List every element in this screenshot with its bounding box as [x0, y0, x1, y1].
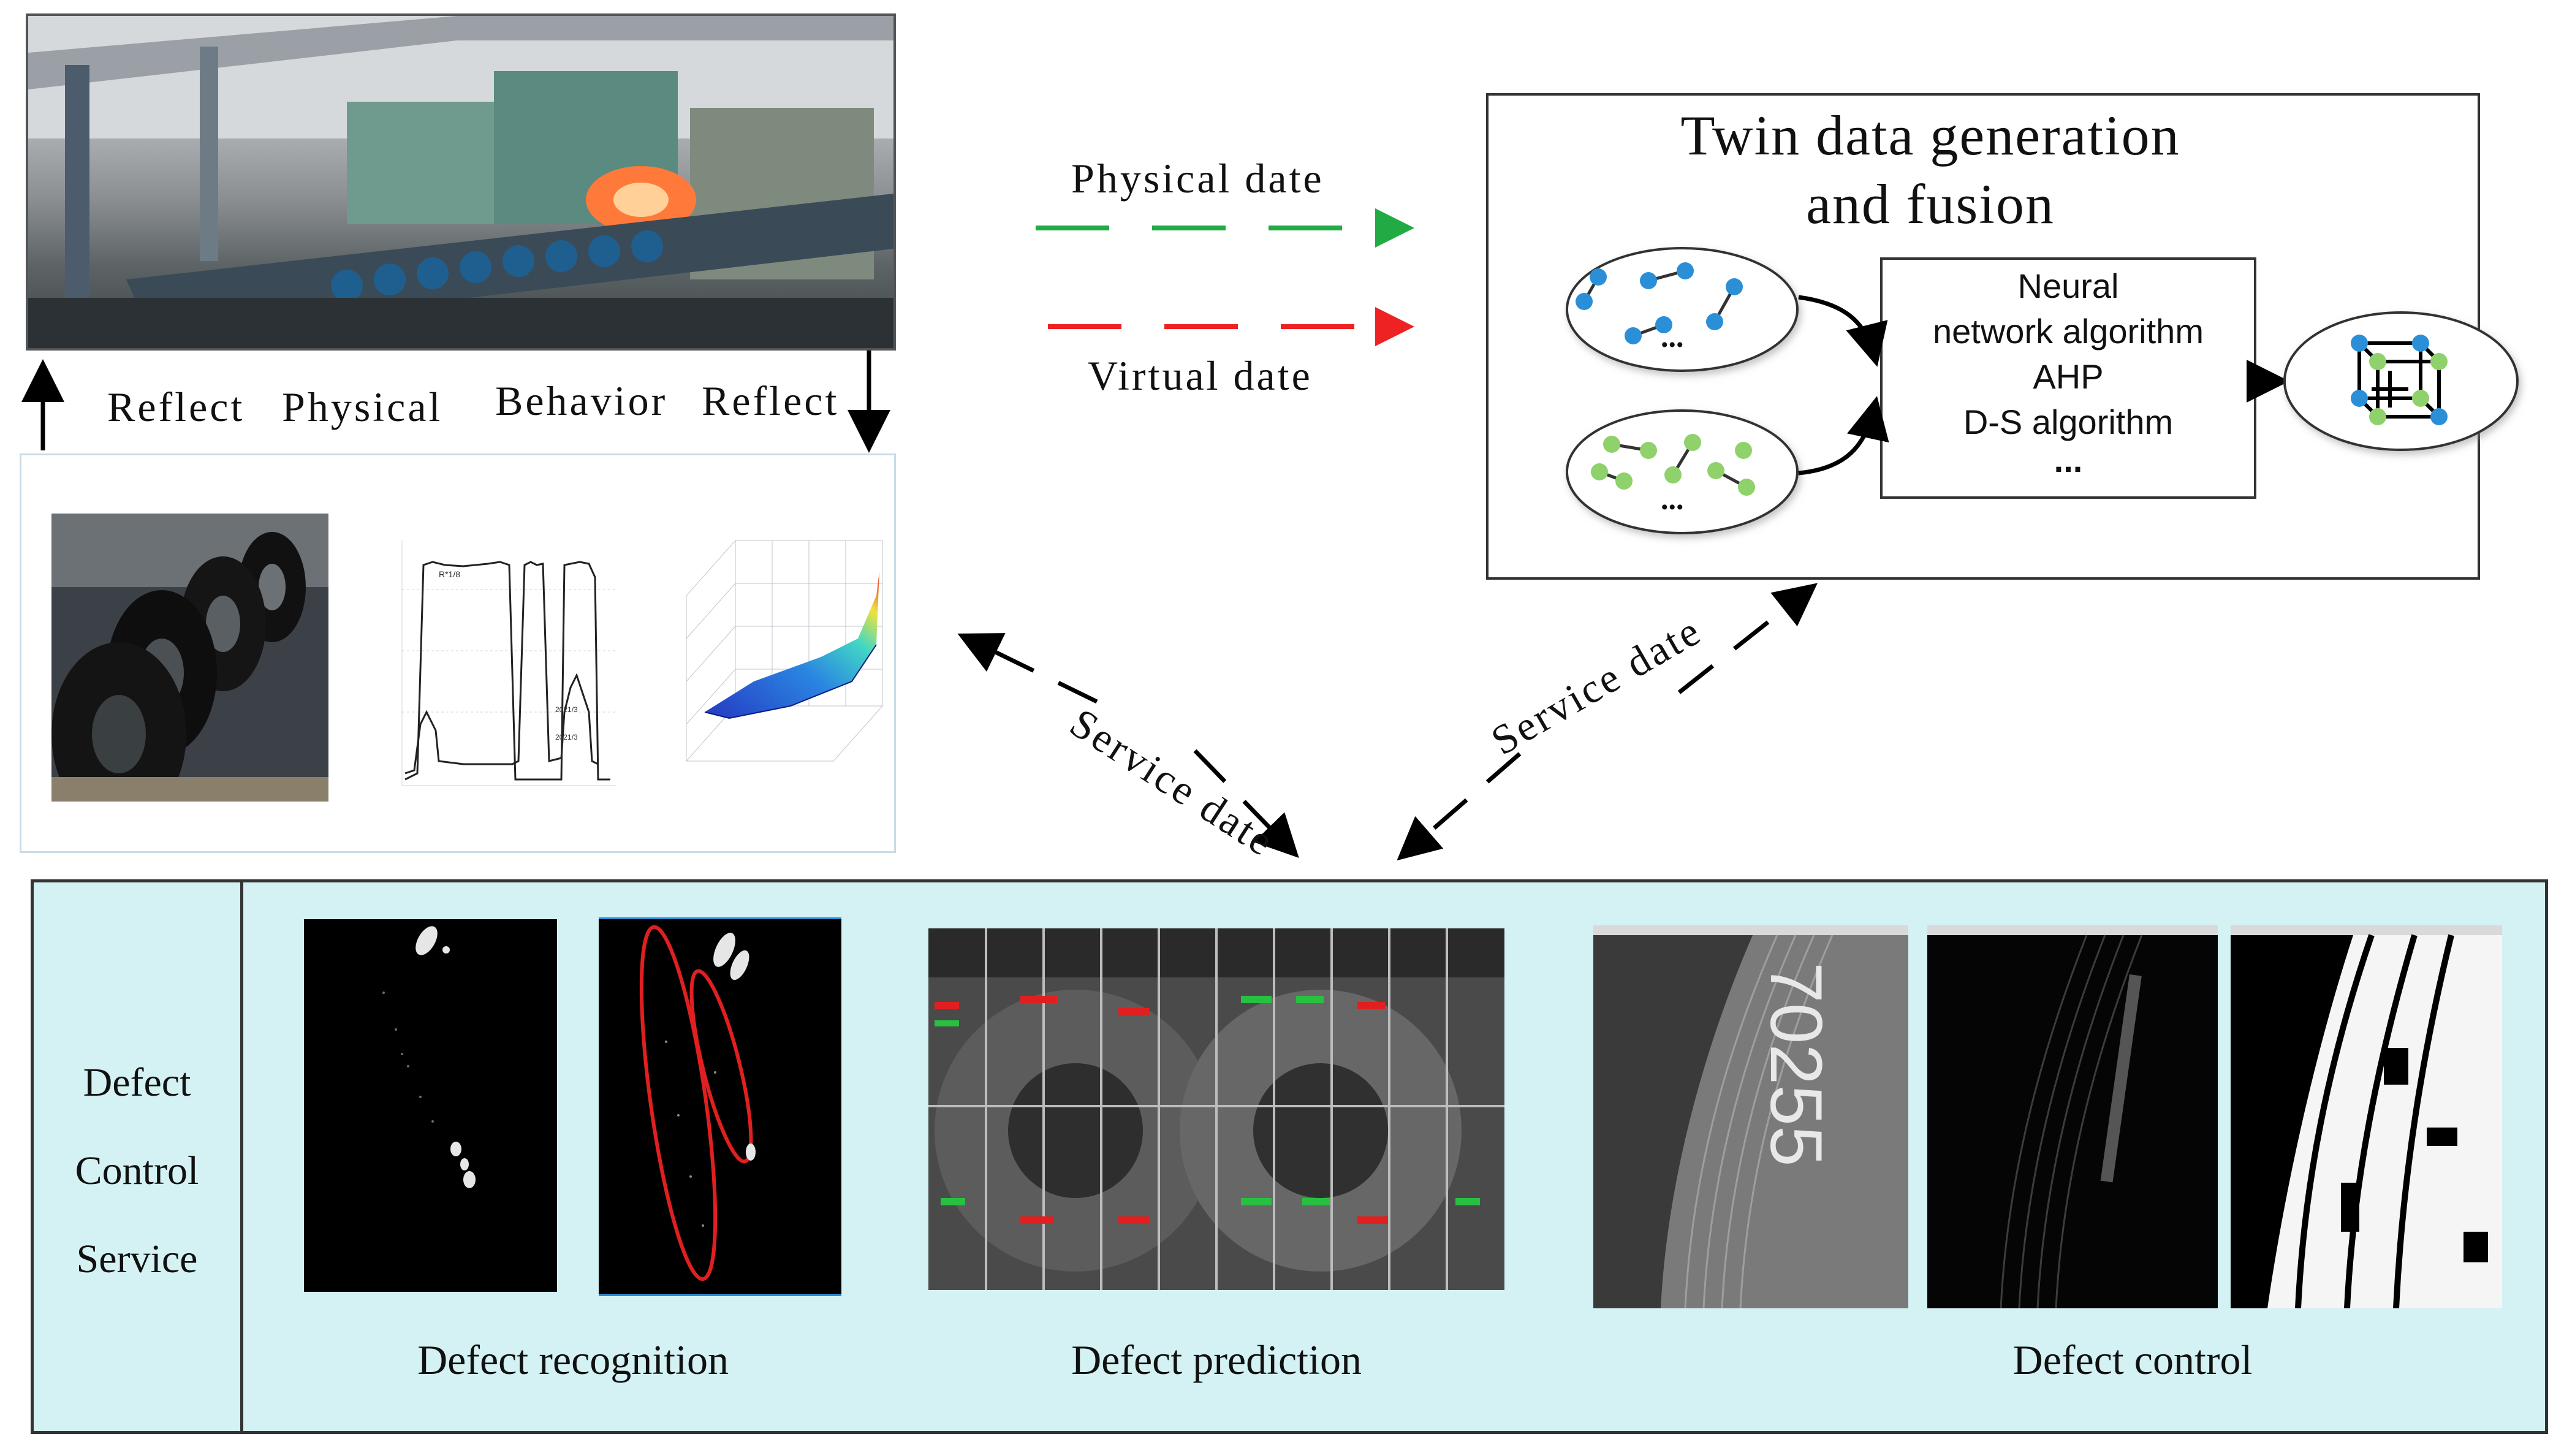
- defect-title-line2: Control: [75, 1148, 199, 1193]
- reflect-label-2: Reflect: [702, 377, 840, 424]
- defect-recognition-image-1: [304, 919, 557, 1292]
- physical-to-algorithm-arrow: [1798, 295, 1888, 367]
- algorithm-text: Neural network algorithm AHP D-S algorit…: [1881, 264, 2255, 479]
- defect-prediction-label: Defect prediction: [1071, 1337, 1362, 1383]
- coil-number-text: 70255: [1755, 962, 1837, 1167]
- defect-control-image-1: 70255: [1593, 925, 1908, 1308]
- rolling-mill-photo: [26, 13, 896, 351]
- recognition-image-1-svg: [382, 926, 476, 1188]
- twin-title-line1: Twin data generation: [1680, 104, 2180, 167]
- rolling-mill-illustration: [28, 16, 893, 348]
- prediction-image-svg: [928, 928, 1504, 1290]
- physical-date-label: Physical date: [1071, 155, 1324, 202]
- service-arrow-down: [1397, 752, 1522, 861]
- service-arrow-to-left: [957, 633, 1098, 704]
- physical-cluster-ellipsis: ...: [1661, 319, 1684, 354]
- algorithm-ds: D-S algorithm: [1963, 403, 2174, 441]
- virtual-data-cluster: [1566, 409, 1799, 534]
- defect-recognition-label: Defect recognition: [417, 1337, 729, 1383]
- surface-plot: [668, 522, 901, 798]
- algorithm-box: [1880, 257, 2256, 499]
- defect-title-line3: Service: [76, 1237, 198, 1281]
- recognition-image-2-svg: [639, 925, 756, 1281]
- process-curve-svg: R*1/8 2021/3 2021/3: [401, 540, 616, 786]
- physical-label: Physical: [282, 384, 443, 430]
- service-arrow-to-center: [1193, 749, 1299, 859]
- defect-title-line1: Defect: [83, 1060, 191, 1105]
- virtual-cluster-ellipsis: ...: [1661, 482, 1684, 516]
- chart-annotation-3: 2021/3: [555, 733, 578, 741]
- defect-prediction-image: [928, 928, 1504, 1290]
- chart-annotation-2: 2021/3: [555, 705, 578, 714]
- algorithm-ahp: AHP: [2033, 357, 2104, 396]
- algorithm-network: network algorithm: [1933, 312, 2204, 351]
- twin-title-line2: and fusion: [1806, 173, 2055, 235]
- defect-panel-title-box: [31, 879, 243, 1434]
- steel-coil-illustration: [51, 514, 328, 802]
- defect-control-label: Defect control: [2012, 1337, 2253, 1383]
- surface-plot-svg: [686, 540, 883, 762]
- defect-control-image-3: [2231, 925, 2502, 1308]
- defect-recognition-image-2: [599, 917, 841, 1296]
- control-image-1-svg: 70255: [1593, 925, 1908, 1308]
- physical-data-cluster: [1566, 247, 1799, 372]
- steel-coil-photo: [51, 514, 328, 802]
- physical-node-icons: [1576, 262, 1743, 344]
- process-curve-chart: R*1/8 2021/3 2021/3: [377, 528, 620, 798]
- chart-annotation-1: R*1/8: [439, 569, 460, 579]
- service-arrow-to-twin: [1677, 583, 1818, 694]
- control-image-3-svg: [2231, 925, 2502, 1308]
- virtual-node-icons: [1591, 434, 1755, 496]
- algorithm-neural: Neural: [2017, 267, 2119, 305]
- control-image-2-svg: [1927, 925, 2218, 1308]
- defect-control-image-2: [1927, 925, 2218, 1308]
- reflect-label: Reflect: [107, 384, 245, 430]
- defect-panel-title: Defect Control Service: [31, 1039, 243, 1303]
- virtual-to-algorithm-arrow: [1798, 396, 1889, 476]
- behavior-label: Behavior: [495, 377, 668, 424]
- fused-data-cluster: [2283, 311, 2519, 451]
- algorithm-ellipsis: ...: [2054, 441, 2083, 479]
- virtual-date-label: Virtual date: [1088, 352, 1313, 399]
